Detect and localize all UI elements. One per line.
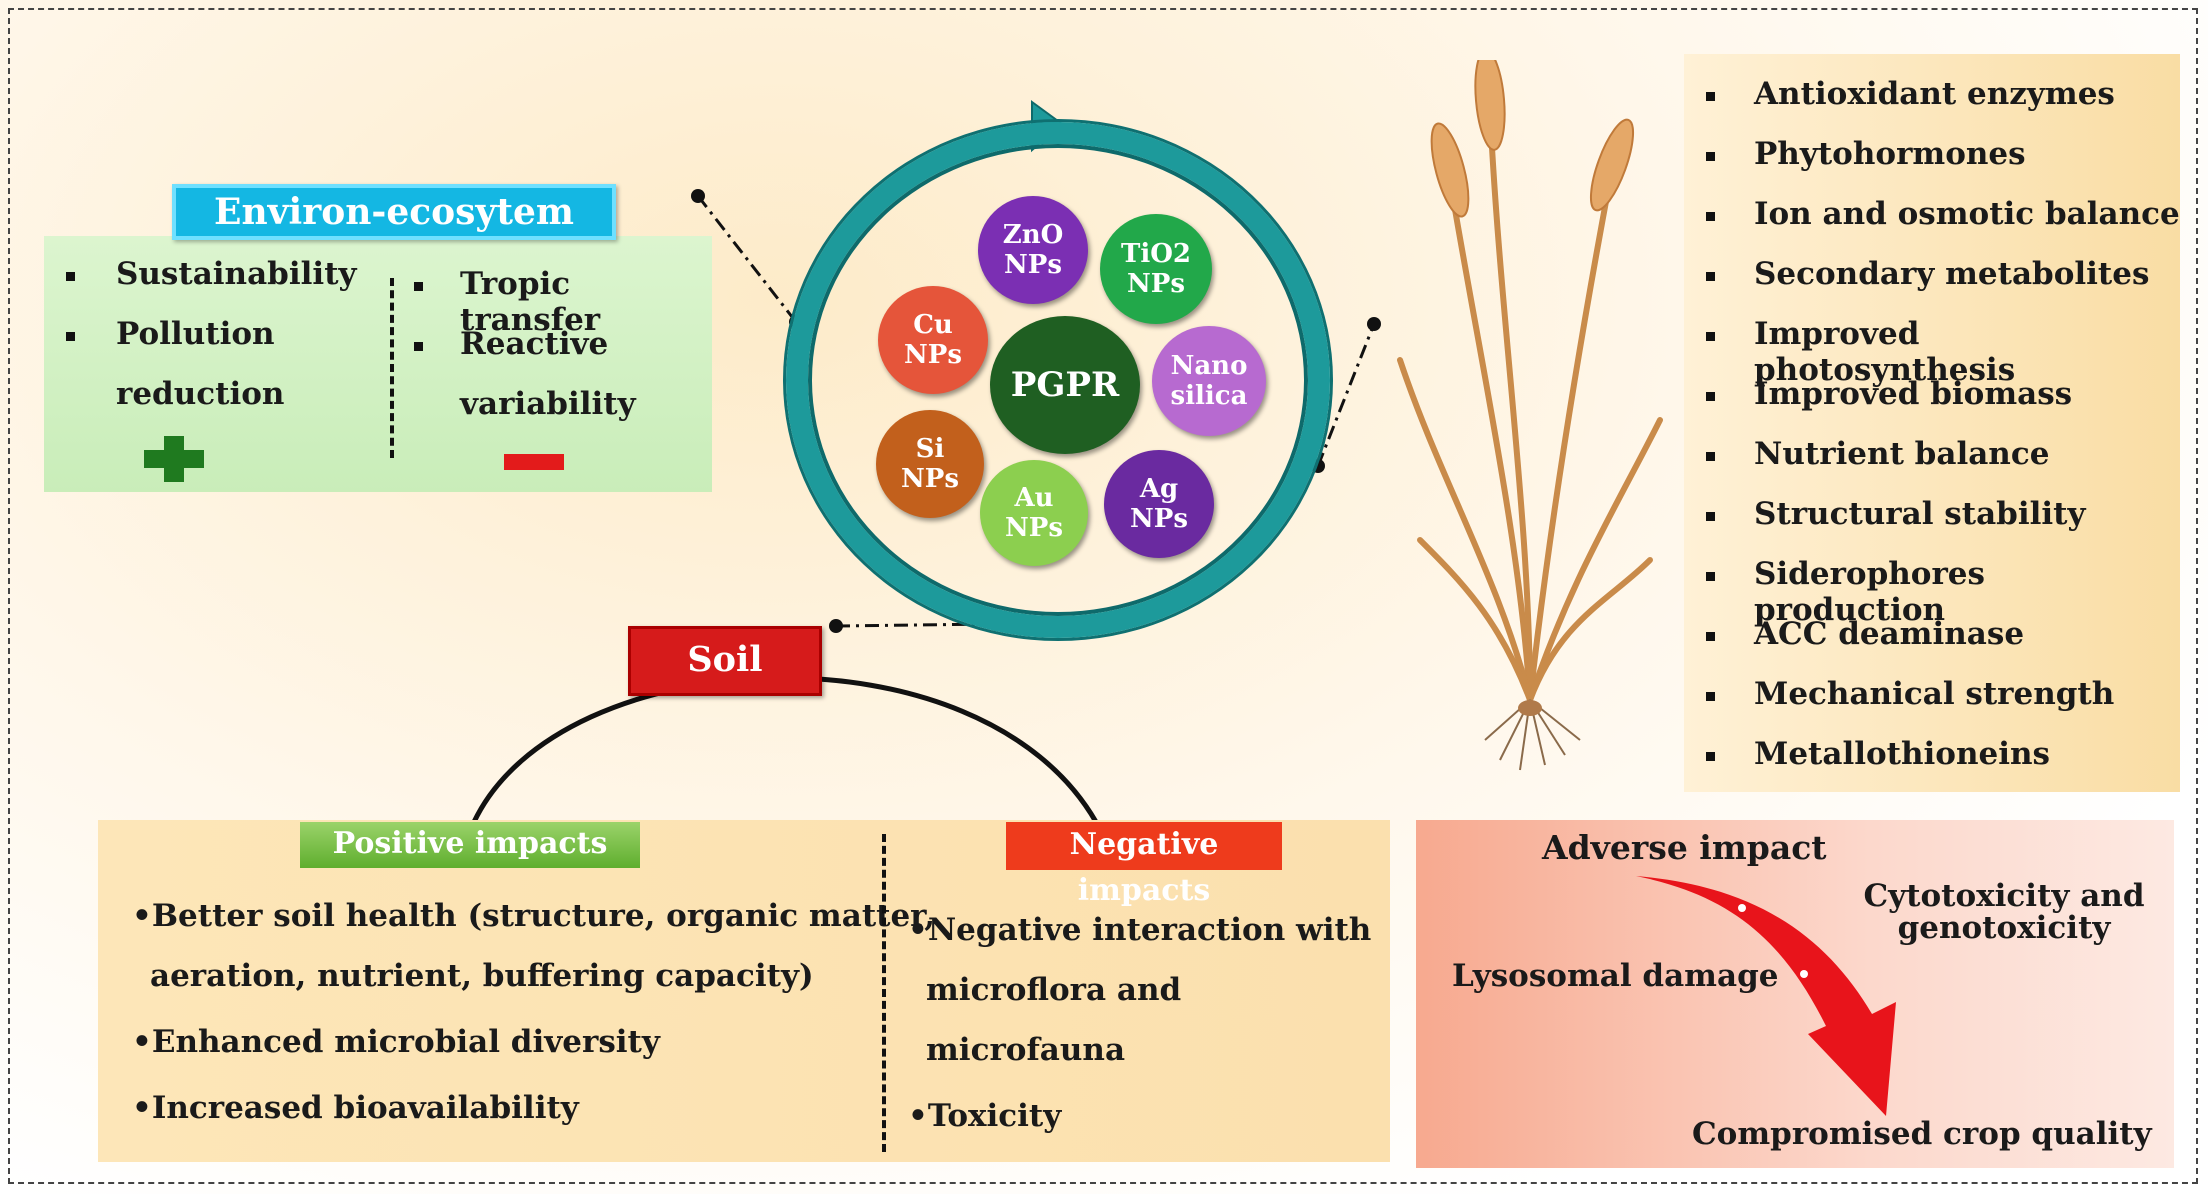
positive-impacts-label: Positive impacts <box>300 822 640 868</box>
lysosomal-damage-label: Lysosomal damage <box>1452 958 1779 994</box>
env-divider <box>390 278 394 458</box>
compromised-crop-quality-label: Compromised crop quality <box>1692 1116 2152 1152</box>
bullet-square <box>1706 452 1715 461</box>
bullet-square <box>1706 632 1715 641</box>
plant-effect-7: Nutrient balance <box>1754 436 2050 472</box>
plant-effect-6: Improved biomass <box>1754 376 2073 412</box>
minus-icon <box>504 454 564 470</box>
plant-effect-10: ACC deaminase <box>1754 616 2025 652</box>
plant-effect-8: Structural stability <box>1754 496 2086 532</box>
bullet-square <box>66 332 75 341</box>
negative-impact-1-cont-b: microfauna <box>926 1032 1126 1068</box>
bullet-square <box>414 342 423 351</box>
plant-effect-11: Mechanical strength <box>1754 676 2115 712</box>
bullet-square <box>414 282 423 291</box>
negative-impact-2: •Toxicity <box>908 1098 1062 1134</box>
adverse-arrow <box>1636 876 1896 1116</box>
adverse-impact-title: Adverse impact <box>1542 828 1827 867</box>
env-negative-2: Reactive <box>460 326 609 362</box>
pgpr-center: PGPR <box>990 316 1140 454</box>
env-negative-1: Tropic transfer <box>460 266 601 338</box>
plant-effect-2: Phytohormones <box>1754 136 2026 172</box>
negative-impact-1: •Negative interaction with <box>908 912 1372 948</box>
positive-impact-2: •Enhanced microbial diversity <box>132 1024 660 1060</box>
wheat-plant-illustration <box>1397 60 1663 771</box>
bullet-square <box>1706 332 1715 341</box>
environ-ecosystem-title: Environ-ecosytem <box>172 184 616 240</box>
environ-ecosystem-panel: Sustainability Pollution reduction Tropi… <box>44 236 712 492</box>
cytotoxicity-label: Cytotoxicity and genotoxicity <box>1863 878 2145 946</box>
plant-effect-12: Metallothioneins <box>1754 736 2051 772</box>
bullet-square <box>1706 572 1715 581</box>
env-negative-3: variability <box>460 386 636 422</box>
positive-impact-3: •Increased bioavailability <box>132 1090 579 1126</box>
bullet-square <box>1706 272 1715 281</box>
plant-effect-5: Improved photosynthesis <box>1754 316 2016 388</box>
plant-effect-3: Ion and osmotic balance <box>1754 196 2180 232</box>
plant-effect-9: Siderophores production <box>1754 556 1985 628</box>
bullet-square <box>1706 92 1715 101</box>
adverse-impact-panel: Adverse impact Cytotoxicity and genotoxi… <box>1416 820 2174 1168</box>
pgpr-label: PGPR <box>1010 365 1120 405</box>
bullet-square <box>1706 392 1715 401</box>
figure-frame <box>8 8 2198 1184</box>
soil-title: Soil <box>628 626 822 696</box>
bullet-square <box>1706 152 1715 161</box>
bullet-square <box>1706 752 1715 761</box>
plant-effect-1: Antioxidant enzymes <box>1754 76 2115 112</box>
bullet-square <box>1706 692 1715 701</box>
positive-impact-1: •Better soil health (structure, organic … <box>132 898 936 934</box>
positive-impact-1-cont: aeration, nutrient, buffering capacity) <box>150 958 814 994</box>
soil-impacts-panel: •Better soil health (structure, organic … <box>98 820 1390 1162</box>
plus-icon <box>144 436 204 482</box>
negative-impact-1-cont-a: microflora and <box>926 972 1182 1008</box>
negative-impacts-label: Negative impacts <box>1006 822 1282 908</box>
plant-effect-4: Secondary metabolites <box>1754 256 2150 292</box>
env-positive-1: Sustainability <box>116 256 357 292</box>
env-positive-2: Pollution <box>116 316 275 352</box>
bullet-square <box>1706 512 1715 521</box>
bullet-square <box>66 272 75 281</box>
plant-effects-panel: Antioxidant enzymes Phytohormones Ion an… <box>1684 54 2180 792</box>
impacts-divider <box>882 834 886 1152</box>
bullet-square <box>1706 212 1715 221</box>
env-positive-3: reduction <box>116 376 285 412</box>
